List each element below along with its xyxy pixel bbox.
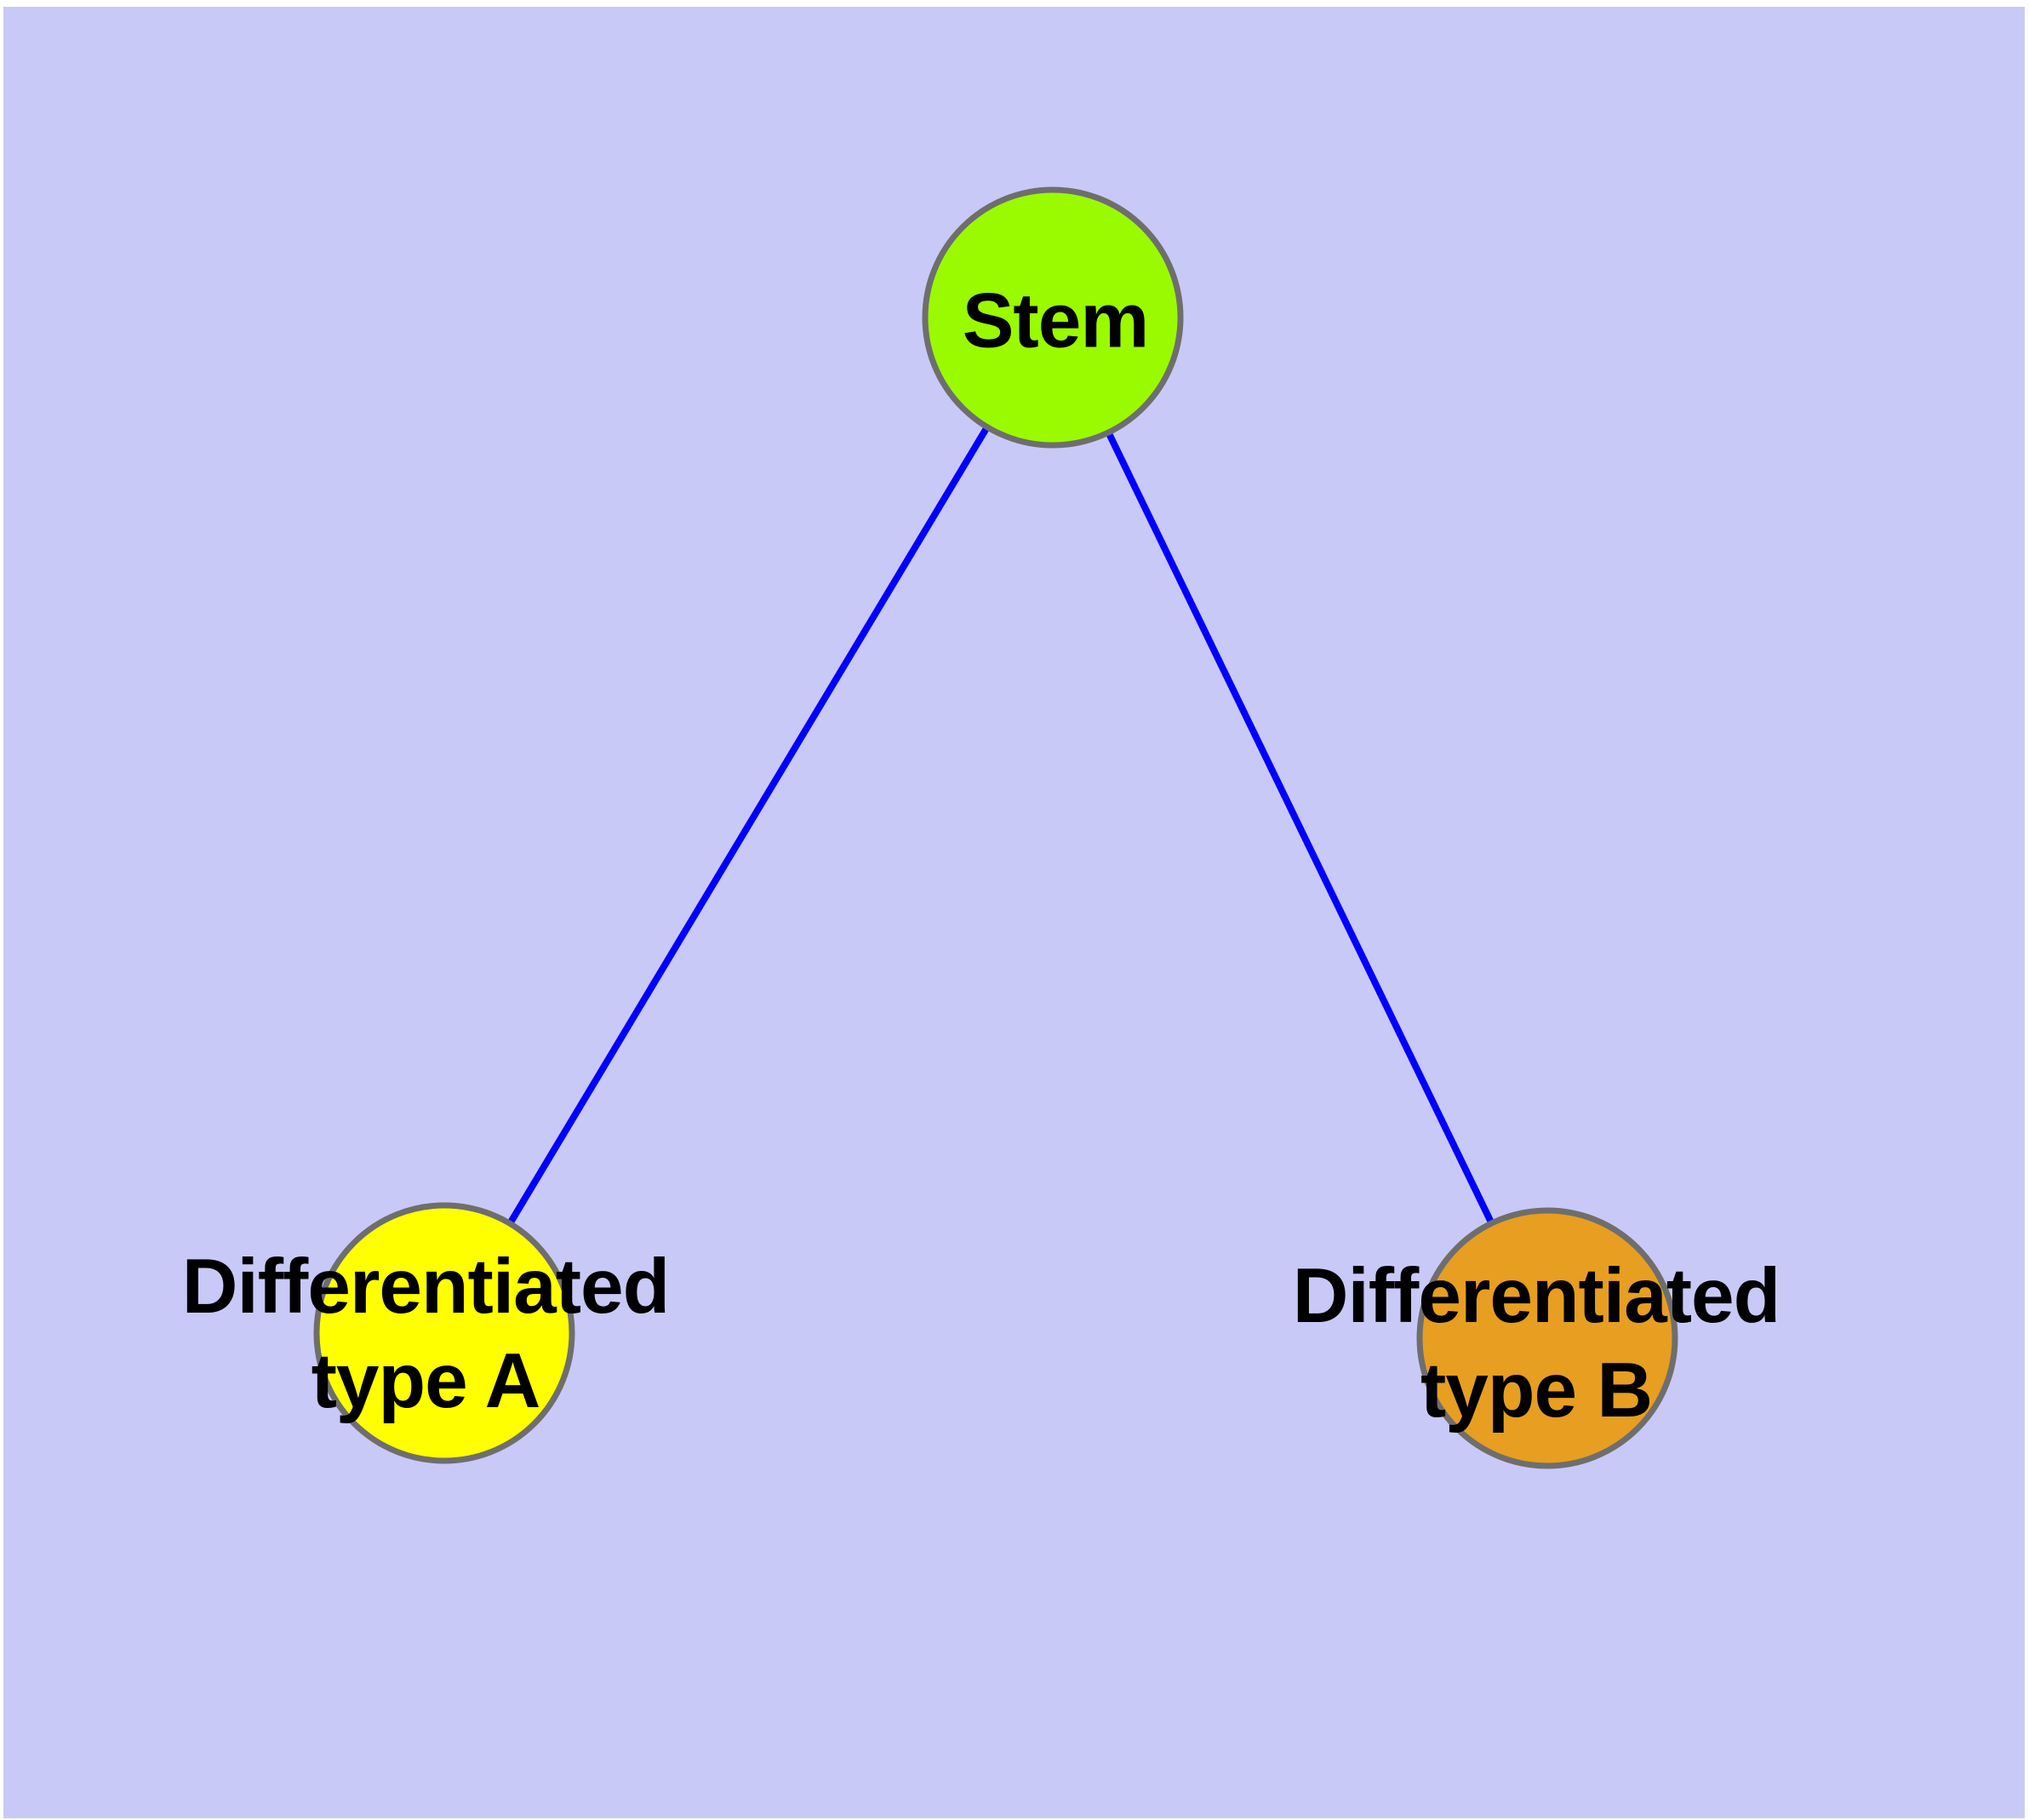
edge-stem-to-type-a [441, 315, 1056, 1336]
node-type-a-circle [313, 1202, 575, 1464]
node-stem-label: Stem [962, 278, 1150, 364]
edge-stem-to-type-b [1049, 316, 1551, 1340]
node-type-b-label: Differentiated type B [1292, 1252, 1781, 1434]
node-type-b-circle [1416, 1207, 1678, 1469]
node-stem-circle [922, 186, 1184, 449]
node-type-a-label: Differentiated type A [181, 1243, 671, 1424]
